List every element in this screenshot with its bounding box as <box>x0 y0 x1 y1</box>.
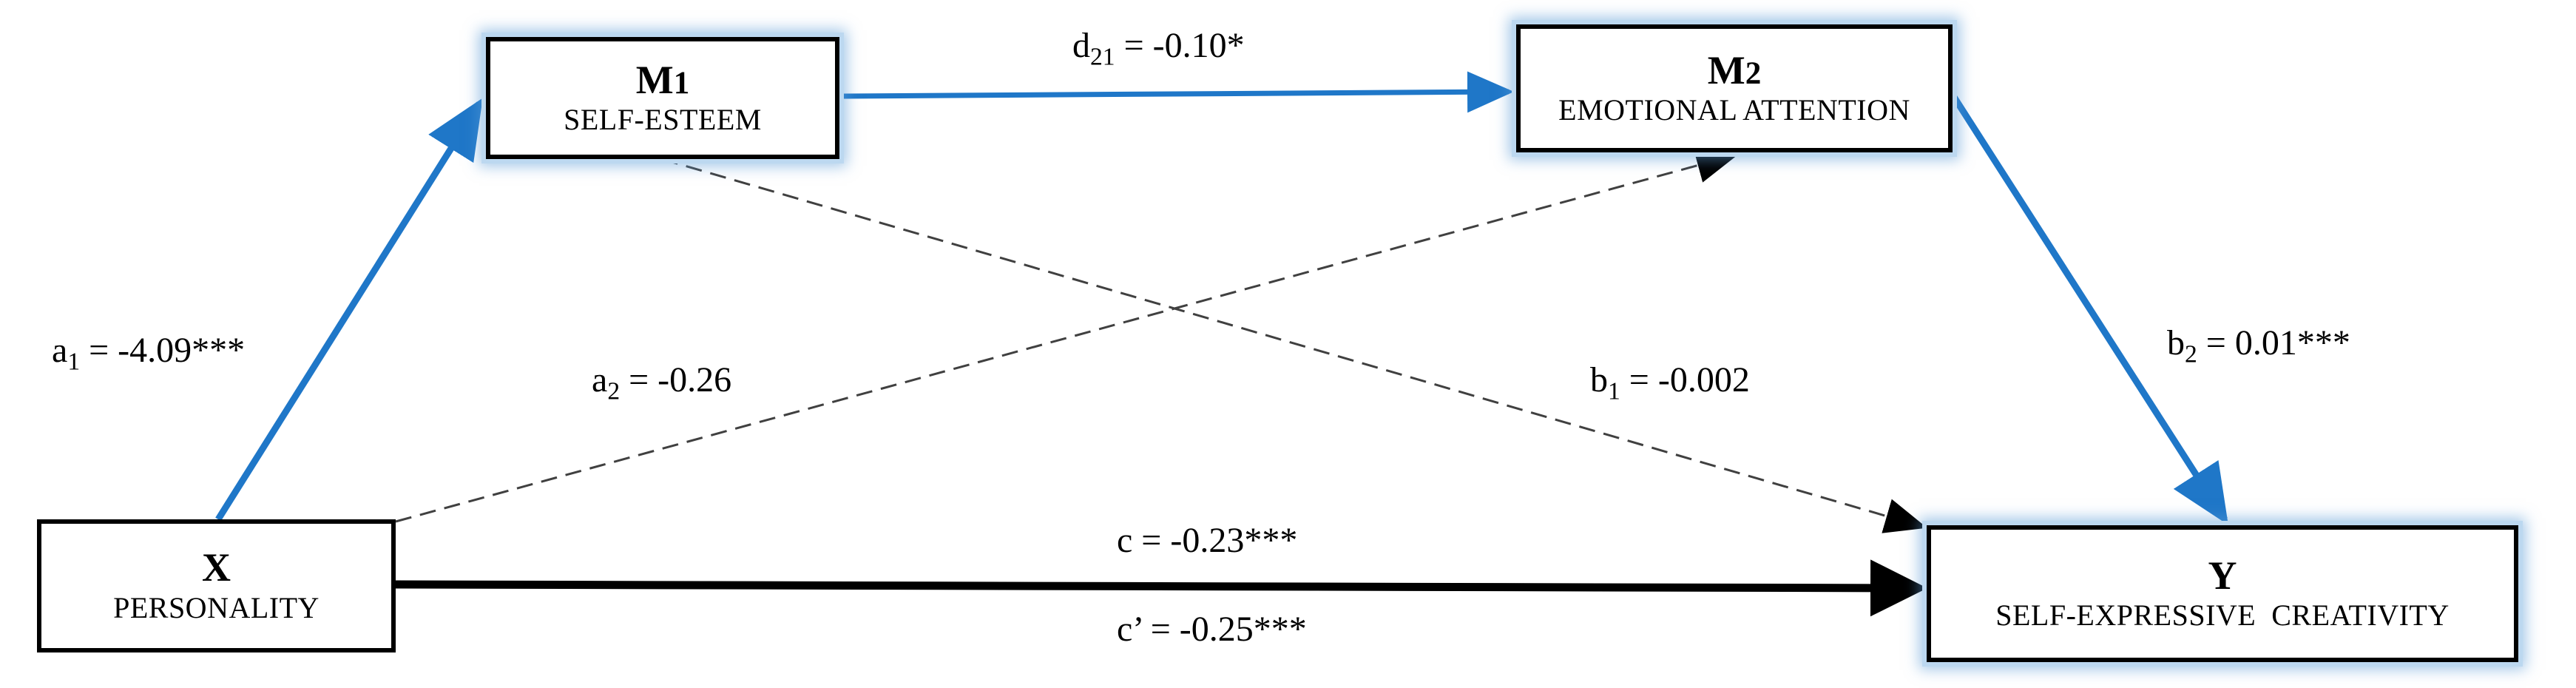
path-label-a2: a2 = -0.26 <box>592 360 732 405</box>
node-self-esteem: M1 SELF-ESTEEM <box>486 37 839 159</box>
path-label-b1: b1 = -0.002 <box>1590 360 1750 405</box>
node-x-label: PERSONALITY <box>113 590 320 624</box>
path-a1-arrow <box>215 98 483 522</box>
path-label-c-prime: c’ = -0.25*** <box>1117 610 1307 649</box>
node-personality: X PERSONALITY <box>37 519 396 652</box>
node-self-expressive-creativity: Y SELF-EXPRESSIVE CREATIVITY <box>1927 525 2518 662</box>
path-label-c: c = -0.23*** <box>1117 521 1298 560</box>
path-b1-arrow <box>661 158 1927 533</box>
path-c-arrow <box>395 559 1927 617</box>
path-label-a1: a1 = -4.09*** <box>52 331 246 376</box>
node-m2-symbol: M2 <box>1707 47 1762 92</box>
node-m1-symbol: M1 <box>635 57 690 102</box>
path-label-d21: d21 = -0.10* <box>1072 26 1245 71</box>
node-y-label: SELF-EXPRESSIVE CREATIVITY <box>1995 598 2450 633</box>
node-y-symbol: Y <box>2208 553 2237 598</box>
path-b2-arrow <box>1950 92 2228 525</box>
node-m2-label: EMOTIONAL ATTENTION <box>1558 93 1910 127</box>
path-d21-arrow <box>839 71 1514 113</box>
path-a2-arrow <box>395 148 1739 523</box>
node-x-symbol: X <box>202 545 231 590</box>
node-emotional-attention: M2 EMOTIONAL ATTENTION <box>1516 24 1953 152</box>
node-m1-label: SELF-ESTEEM <box>564 103 762 137</box>
path-label-b2: b2 = 0.01*** <box>2167 323 2350 368</box>
